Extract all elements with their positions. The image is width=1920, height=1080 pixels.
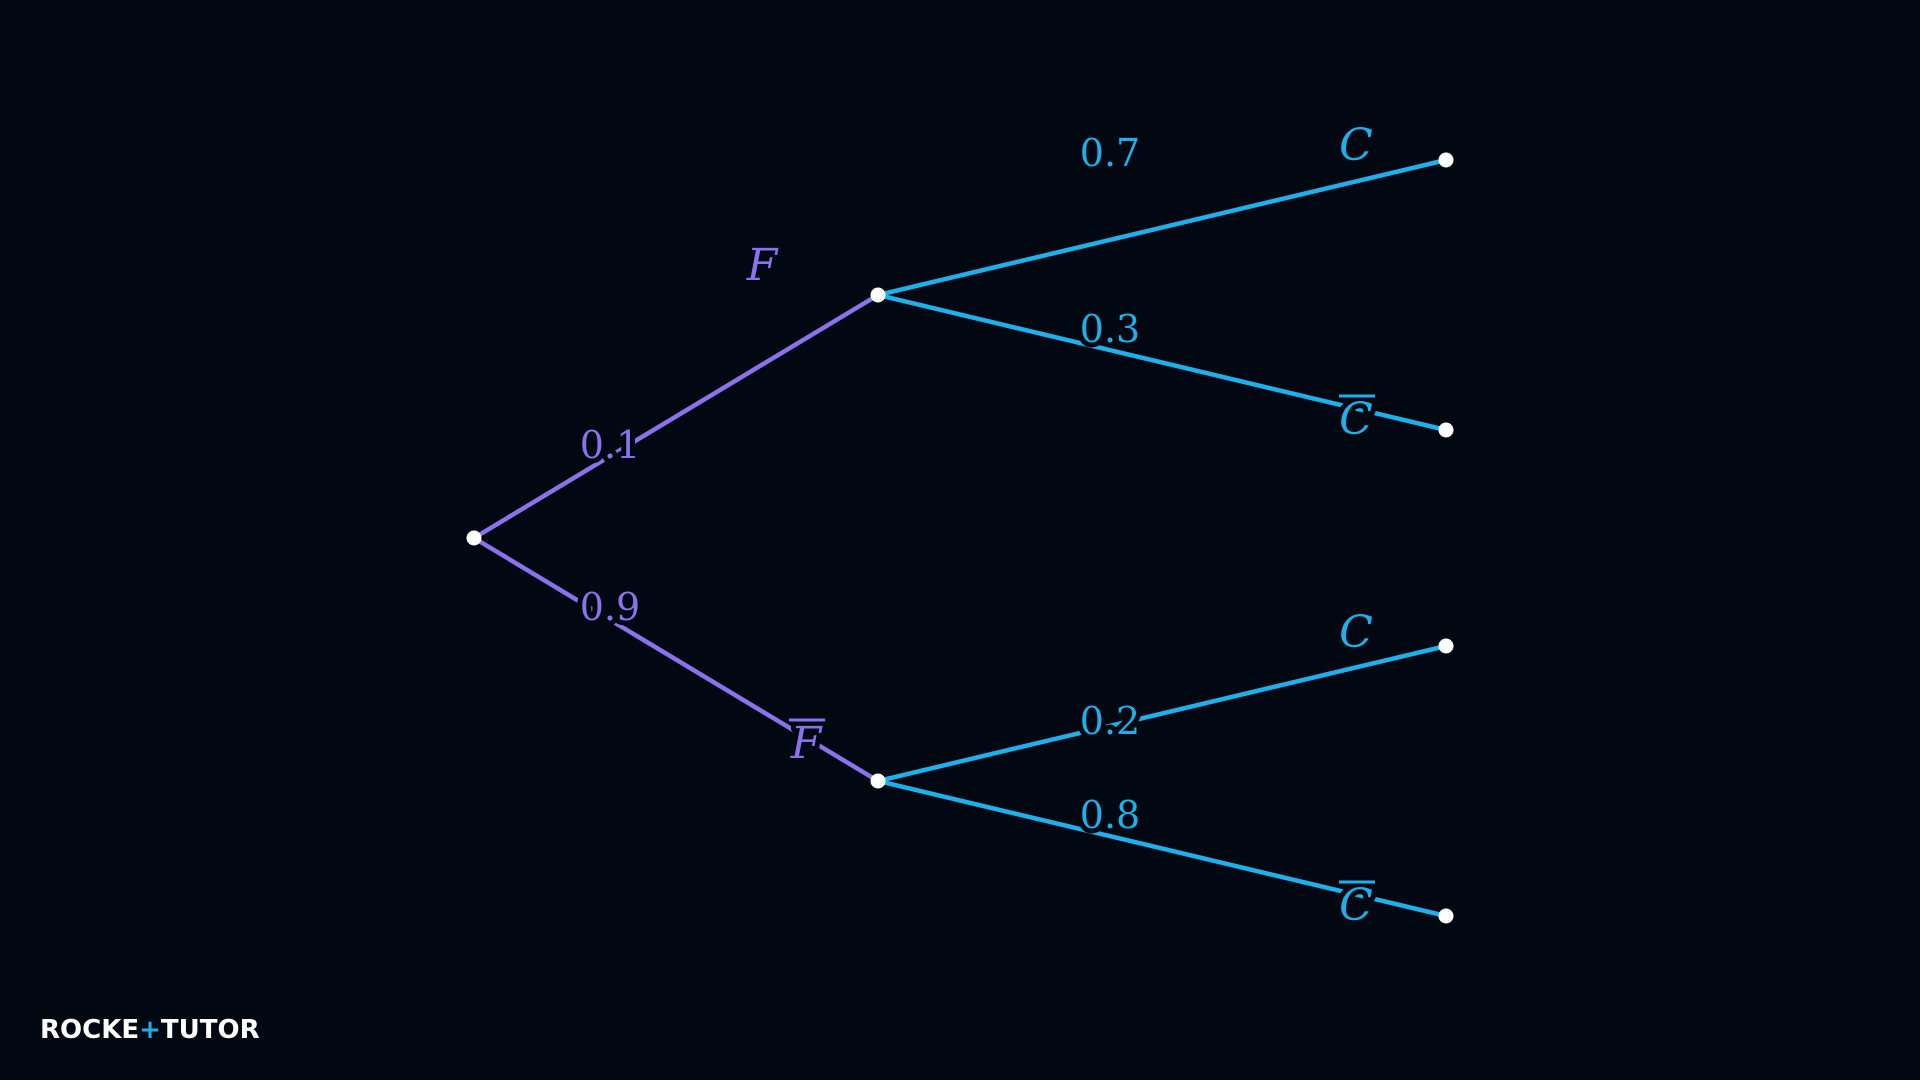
branch-event-F: F: [746, 240, 779, 291]
branch-probability-notF: 0.9: [580, 585, 640, 629]
branch-edge-notF-notC: [875, 778, 1449, 919]
branch-event-F-group: F: [741, 235, 784, 296]
branch-event-F-notC-group: C: [1334, 389, 1378, 450]
branch-event-F-C-group: C: [1334, 115, 1378, 176]
branch-probability-F-C: 0.7: [1080, 131, 1140, 175]
mid-node-F: [870, 287, 886, 303]
root-node: [466, 530, 482, 546]
logo-text: ROCKE+TUTOR: [40, 1015, 260, 1045]
branch-edge-notF: [471, 535, 881, 784]
branch-event-notF-C-group: C: [1334, 602, 1378, 663]
logo-part-3: R: [240, 1015, 260, 1045]
branch-edge-F-C: [875, 157, 1449, 298]
mid-node-notF: [870, 773, 886, 789]
branch-event-notF: F: [790, 718, 823, 769]
branch-event-notF-notC-group: C: [1334, 875, 1378, 936]
leaf-node-F-C: [1438, 152, 1454, 168]
logo-plus: +: [139, 1015, 161, 1045]
branch-event-F-notC: C: [1339, 394, 1373, 445]
leaf-node-notF-notC: [1438, 908, 1454, 924]
branch-event-notF-C: C: [1339, 607, 1373, 658]
branch-probability-F-notC: 0.3: [1080, 307, 1140, 351]
tree-edges: [471, 157, 1449, 919]
branch-event-F-C: C: [1339, 120, 1373, 171]
branch-event-notF-group: F: [785, 713, 828, 774]
branch-edge-F-notC: [875, 292, 1449, 433]
logo-o: O: [218, 1015, 240, 1045]
tree-nodes: [466, 152, 1454, 924]
branch-probability-notF-notC: 0.8: [1080, 793, 1140, 837]
logo-part-2: TUT: [161, 1015, 218, 1045]
leaf-node-F-notC: [1438, 422, 1454, 438]
logo-part-1: ROCKE: [40, 1015, 139, 1045]
rocketutor-logo: ROCKE+TUTOR: [40, 1015, 260, 1045]
branch-edge-notF-C: [875, 643, 1449, 784]
branch-probability-F: 0.1: [580, 423, 640, 467]
branch-event-notF-notC: C: [1339, 880, 1373, 931]
branch-edge-F: [471, 292, 881, 541]
leaf-node-notF-C: [1438, 638, 1454, 654]
branch-probability-notF-C: 0.2: [1080, 699, 1140, 743]
